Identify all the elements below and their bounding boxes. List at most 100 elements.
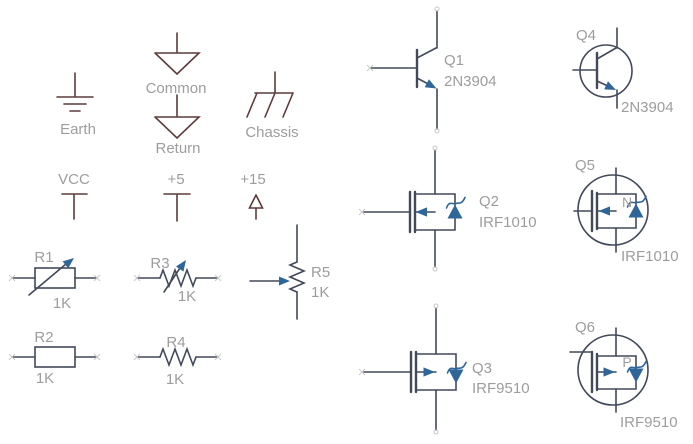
r1-wiper-line bbox=[28, 263, 67, 296]
resistor-r4: R4 1K bbox=[133, 334, 222, 388]
q5-part-label: IRF1010 bbox=[621, 248, 679, 265]
resistor-r1: R1 1K bbox=[8, 249, 101, 312]
resistor-r2: R2 1K bbox=[8, 329, 101, 387]
r1-value-label: 1K bbox=[53, 295, 71, 312]
r4-body bbox=[159, 346, 197, 368]
q5-leads bbox=[573, 167, 617, 253]
transistor-q4: Q4 2N3904 bbox=[572, 27, 674, 116]
q2-part-label: IRF1010 bbox=[479, 214, 537, 231]
chassis-icon bbox=[246, 71, 294, 118]
earth-ground-symbol: Earth bbox=[56, 72, 96, 138]
q4-ce-lines bbox=[596, 47, 617, 88]
q2-leads bbox=[363, 149, 436, 268]
r2-body bbox=[34, 346, 76, 368]
q4-emitter-arrow-icon bbox=[604, 81, 616, 90]
plus15-icon bbox=[248, 194, 264, 220]
q3-body-diode-icon bbox=[448, 369, 464, 384]
earth-label: Earth bbox=[60, 121, 96, 138]
q3-pin-bottom bbox=[433, 429, 439, 435]
plus5-icon bbox=[163, 193, 191, 222]
transistor-q6: P Q6 IRF9510 bbox=[569, 319, 678, 431]
q6-ref-label: Q6 bbox=[575, 319, 595, 336]
q5-channel-letter: N bbox=[622, 194, 632, 210]
q3-channel-arrow-icon bbox=[423, 367, 435, 377]
return-label: Return bbox=[155, 140, 200, 157]
q2-gate-pin-mark bbox=[358, 208, 366, 216]
q6-body-diode-icon bbox=[628, 368, 644, 383]
common-ground-symbol: Common bbox=[146, 32, 207, 97]
chassis-ground-symbol: Chassis bbox=[245, 71, 299, 141]
q4-leads bbox=[572, 27, 618, 109]
r3-ref-label: R3 bbox=[150, 255, 169, 272]
q3-pin-top bbox=[433, 303, 439, 309]
r4-pin-marks bbox=[133, 353, 222, 361]
resistor-r5: R5 1K bbox=[249, 224, 330, 320]
q2-ref-label: Q2 bbox=[479, 193, 499, 210]
q6-part-label: IRF9510 bbox=[620, 414, 678, 431]
r2-ref-label: R2 bbox=[34, 329, 53, 346]
plus15-label: +15 bbox=[240, 171, 265, 188]
return-icon bbox=[154, 94, 201, 140]
resistor-r3: R3 1K bbox=[133, 255, 222, 305]
transistor-q2: Q2 IRF1010 bbox=[358, 145, 537, 272]
q2-pin-bottom bbox=[432, 266, 438, 272]
q5-diode-cathode-curve bbox=[626, 195, 647, 208]
q1-leads bbox=[370, 10, 438, 130]
vcc-icon bbox=[61, 193, 88, 220]
vcc-label: VCC bbox=[58, 171, 90, 188]
q4-part-label: 2N3904 bbox=[621, 99, 674, 116]
r2-pin-marks bbox=[8, 353, 101, 361]
r3-wiper-arrow-icon bbox=[176, 260, 186, 272]
common-label: Common bbox=[146, 80, 207, 97]
q3-part-label: IRF9510 bbox=[472, 380, 530, 397]
q5-envelope-circle bbox=[577, 174, 649, 246]
q1-ce-lines bbox=[416, 47, 437, 86]
r4-value-label: 1K bbox=[166, 371, 184, 388]
q2-diode-cathode-curve bbox=[445, 196, 466, 209]
q5-ref-label: Q5 bbox=[575, 157, 595, 174]
q1-pin-top bbox=[434, 6, 440, 12]
chassis-label: Chassis bbox=[245, 124, 298, 141]
r1-wiper-arrow-icon bbox=[62, 258, 74, 269]
q1-part-label: 2N3904 bbox=[444, 73, 497, 90]
r2-value-label: 1K bbox=[36, 370, 54, 387]
r5-wiper-arrow-icon bbox=[279, 276, 290, 286]
q6-channel-letter: P bbox=[622, 354, 631, 370]
q6-leads bbox=[569, 327, 617, 413]
plus5-power-symbol: +5 bbox=[163, 171, 191, 222]
r1-ref-label: R1 bbox=[34, 249, 53, 266]
vcc-power-symbol: VCC bbox=[58, 171, 90, 220]
q5-channel-arrow-icon bbox=[598, 206, 610, 216]
q6-diode-cathode-curve bbox=[626, 360, 647, 373]
r5-value-label: 1K bbox=[311, 284, 329, 301]
return-ground-symbol: Return bbox=[154, 94, 201, 157]
earth-icon bbox=[56, 72, 94, 112]
r1-pin-marks bbox=[8, 274, 101, 282]
q4-ref-label: Q4 bbox=[576, 27, 596, 44]
r5-body bbox=[287, 261, 307, 293]
q4-envelope-circle bbox=[579, 44, 633, 98]
q1-base-pin-mark bbox=[366, 64, 374, 72]
common-icon bbox=[154, 32, 201, 76]
transistor-q5: N Q5 IRF1010 bbox=[573, 157, 679, 265]
r3-wiper-line bbox=[163, 267, 181, 293]
q5-body-diode-icon bbox=[628, 203, 644, 218]
q3-leads bbox=[363, 307, 437, 431]
plus15-power-symbol: +15 bbox=[240, 171, 266, 220]
r5-ref-label: R5 bbox=[311, 264, 330, 281]
q1-ref-label: Q1 bbox=[444, 52, 464, 69]
q2-body-diode-icon bbox=[447, 204, 463, 219]
r4-ref-label: R4 bbox=[166, 334, 185, 351]
q6-channel-arrow-icon bbox=[603, 367, 615, 377]
transistor-q3: Q3 IRF9510 bbox=[358, 303, 530, 435]
q2-pin-top bbox=[432, 145, 438, 151]
r3-body bbox=[159, 267, 197, 289]
q3-gate-pin-mark bbox=[358, 368, 366, 376]
q3-diode-cathode-curve bbox=[446, 361, 467, 374]
r3-value-label: 1K bbox=[178, 288, 196, 305]
plus5-label: +5 bbox=[167, 171, 184, 188]
transistor-q1: Q1 2N3904 bbox=[366, 6, 497, 134]
q1-emitter-arrow-icon bbox=[424, 79, 437, 89]
